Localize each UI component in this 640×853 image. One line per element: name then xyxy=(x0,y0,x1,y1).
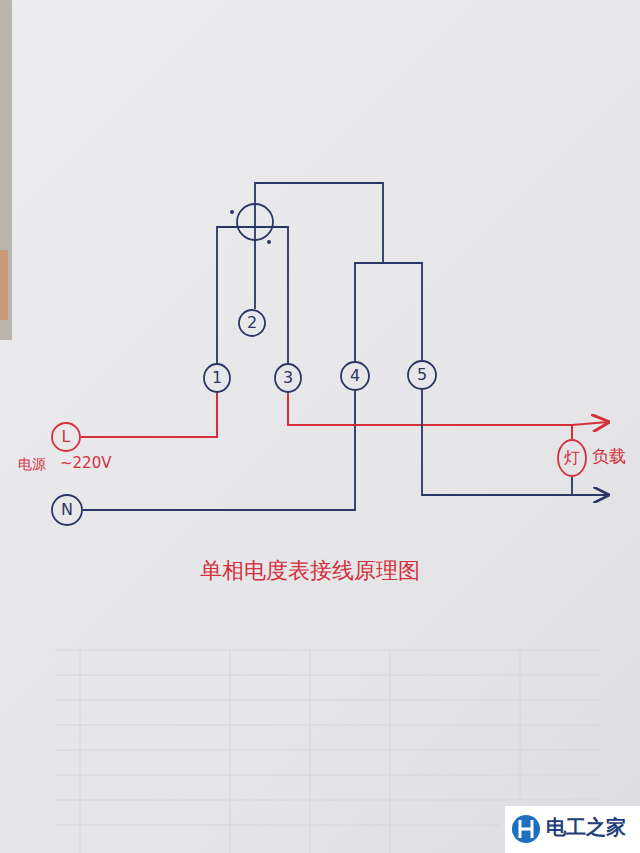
wire xyxy=(81,393,217,437)
load-label: 负载 xyxy=(592,447,626,467)
polarity-dot xyxy=(267,240,271,244)
terminal-label: 1 xyxy=(212,369,222,387)
terminal-circle: 3 xyxy=(274,363,302,393)
background-strip xyxy=(0,250,8,320)
background-strip xyxy=(0,0,12,340)
terminal-label: 2 xyxy=(247,314,257,332)
wire xyxy=(83,391,355,510)
watermark-logo xyxy=(520,820,532,838)
terminal-label: 灯 xyxy=(564,449,580,467)
neutral-terminal: N xyxy=(51,494,83,526)
lamp-symbol: 灯 xyxy=(557,439,587,477)
terminal-label: 5 xyxy=(417,366,427,384)
wire xyxy=(355,263,422,361)
watermark-logo xyxy=(512,815,540,843)
terminal-circle: 5 xyxy=(407,360,437,390)
live-terminal: L xyxy=(51,422,81,452)
terminal-circle: 2 xyxy=(238,309,266,337)
diagram-title: 单相电度表接线原理图 xyxy=(200,558,420,583)
faint-table xyxy=(55,650,600,853)
terminal-label: N xyxy=(61,501,73,519)
terminal-label: 3 xyxy=(283,369,293,387)
output-arrow xyxy=(572,422,608,425)
wire xyxy=(422,390,572,495)
watermark-box xyxy=(505,806,640,853)
terminal-label: 4 xyxy=(350,367,360,385)
terminal-circle: 4 xyxy=(340,361,370,391)
polarity-dot xyxy=(230,210,234,214)
output-arrow xyxy=(572,494,608,496)
meter-wire xyxy=(217,183,383,363)
power-label: 电源 xyxy=(18,456,46,472)
wire xyxy=(288,393,572,439)
meter-symbol xyxy=(237,204,273,240)
watermark-text: 电工之家 xyxy=(546,816,626,839)
voltage-label: ~220V xyxy=(60,455,111,472)
terminal-circle: 1 xyxy=(203,363,231,393)
terminal-label: L xyxy=(62,428,71,446)
